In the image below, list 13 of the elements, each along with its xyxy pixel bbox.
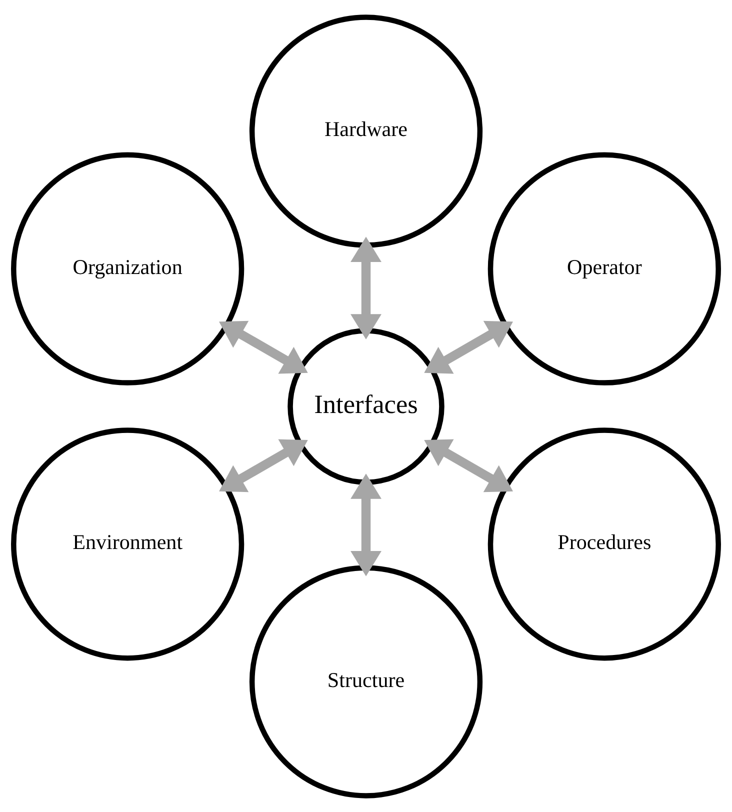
node-circle: Operator bbox=[488, 152, 721, 385]
node-circle: Structure bbox=[249, 564, 483, 798]
node-circle: Hardware bbox=[249, 14, 483, 248]
node-circle: Procedures bbox=[488, 427, 721, 660]
arrow bbox=[219, 320, 308, 374]
arrow bbox=[350, 473, 382, 576]
node-circle: Environment bbox=[11, 427, 244, 660]
arrow bbox=[424, 438, 513, 492]
arrow bbox=[219, 438, 308, 492]
arrow bbox=[350, 236, 382, 339]
node-circle: Organization bbox=[11, 152, 244, 385]
node-circle: Interfaces bbox=[288, 328, 444, 484]
arrow bbox=[424, 320, 513, 374]
